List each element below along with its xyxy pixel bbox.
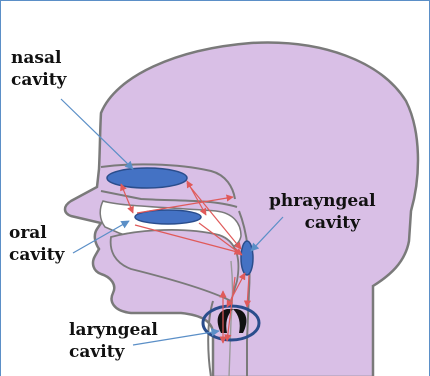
pharyngeal-label-line1: phrayngeal [269, 190, 376, 212]
laryngeal-label-line2: cavity [69, 341, 158, 363]
nasal-label-line2: cavity [11, 69, 66, 91]
oral-label-line2: cavity [9, 244, 64, 266]
pharyngeal-cavity-shape [241, 241, 253, 275]
pharyngeal-cavity-label: phrayngeal cavity [269, 190, 376, 234]
pharyngeal-label-line2: cavity [269, 212, 376, 234]
nasal-label-line1: nasal [11, 47, 66, 69]
oral-label-line1: oral [9, 222, 64, 244]
laryngeal-label-line1: laryngeal [69, 319, 158, 341]
oral-cavity-label: oral cavity [9, 222, 64, 266]
nasal-cavity-label: nasal cavity [11, 47, 66, 91]
laryngeal-cavity-label: laryngeal cavity [69, 319, 158, 363]
nasal-cavity-shape [107, 168, 187, 188]
